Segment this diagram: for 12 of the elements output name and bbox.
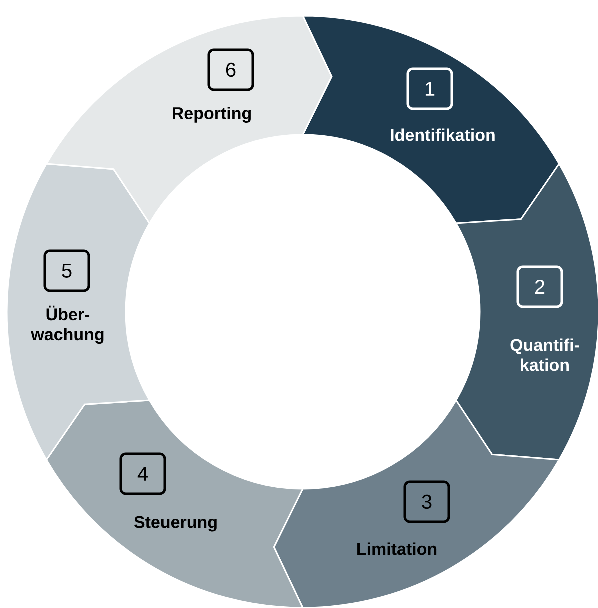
step-number-box: 5 <box>44 250 90 292</box>
cycle-segment: Steuerung 4 <box>46 400 304 608</box>
step-number-box: 1 <box>406 68 454 110</box>
cycle-segment: Über-wachung 5 <box>6 163 150 461</box>
step-number-box: 4 <box>120 452 166 496</box>
cycle-segment: Reporting 6 <box>46 15 333 224</box>
step-number-box: 3 <box>404 480 450 524</box>
step-number-box: 2 <box>516 266 564 308</box>
cycle-segment: Identifikation 1 <box>302 15 560 224</box>
cycle-segment: Quantifi-kation 2 <box>456 163 598 461</box>
step-number-box: 6 <box>208 48 254 92</box>
cycle-segment: Limitation 3 <box>273 400 560 608</box>
